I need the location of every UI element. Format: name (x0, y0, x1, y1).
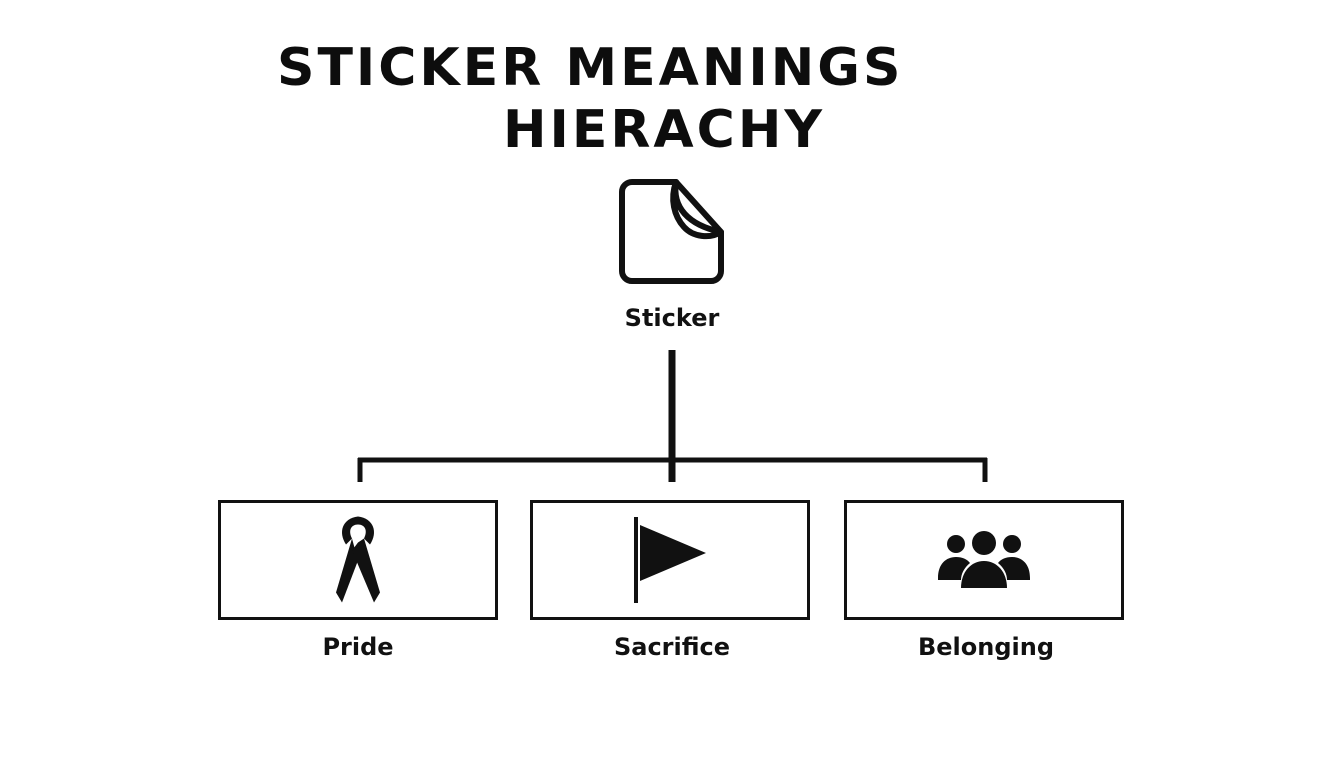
child-node-belonging (844, 500, 1124, 620)
awareness-ribbon-icon (336, 516, 380, 603)
diagram-title-line-1: STICKER MEANINGS (277, 38, 904, 98)
diagram-title-line-2: HIERACHY (503, 100, 826, 160)
sticker-peel-icon (619, 179, 724, 284)
flag-icon (634, 517, 706, 603)
group-people-icon (938, 531, 1030, 588)
child-label-sacrifice: Sacrifice (613, 633, 731, 661)
child-label-pride: Pride (322, 633, 394, 661)
child-label-belonging: Belonging (917, 633, 1055, 661)
root-node-label: Sticker (624, 304, 720, 332)
child-node-sacrifice (530, 500, 810, 620)
child-node-pride (218, 500, 498, 620)
